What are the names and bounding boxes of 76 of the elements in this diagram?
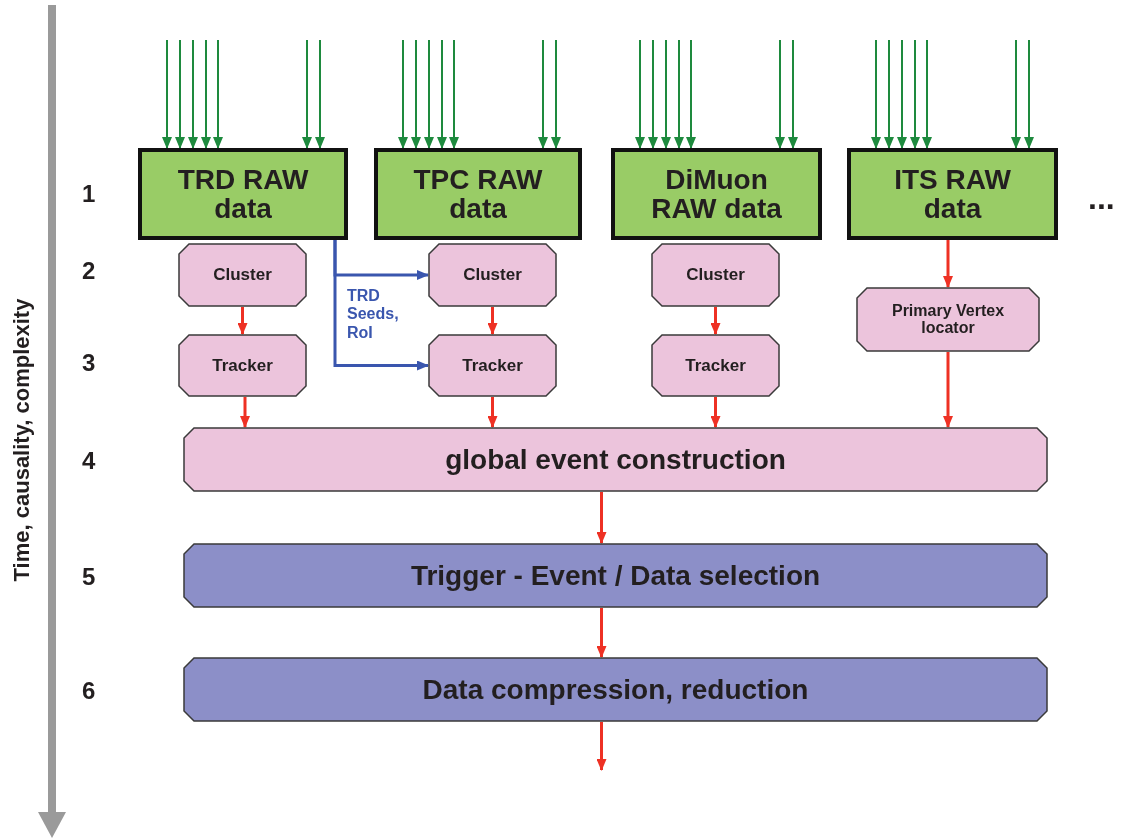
- arrow: [596, 722, 607, 771]
- arrow: [1011, 39, 1021, 149]
- process-box: [428, 334, 557, 397]
- arrow: [538, 39, 548, 149]
- data-source-box: [847, 148, 1058, 240]
- arrow: [411, 39, 421, 149]
- box-label: Cluster: [463, 266, 522, 284]
- box-label: TPC RAW data: [412, 164, 544, 224]
- ellipsis-mark: ...: [1088, 180, 1115, 217]
- arrow: [398, 39, 408, 149]
- data-source-box: [611, 148, 822, 240]
- arrow: [788, 39, 798, 149]
- arrow: [596, 492, 607, 544]
- arrow: [213, 39, 223, 149]
- arrow: [922, 39, 932, 149]
- arrow: [1024, 39, 1034, 149]
- step-number: 6: [82, 677, 96, 705]
- data-source-box: [374, 148, 582, 240]
- box-label: Tracker: [212, 356, 273, 375]
- process-box: [183, 543, 1048, 608]
- arrow: [437, 39, 447, 149]
- arrow: [884, 39, 894, 149]
- box-label: Cluster: [213, 266, 272, 284]
- box-label: global event construction: [445, 444, 786, 475]
- box-label: Cluster: [686, 266, 745, 284]
- arrow: [710, 397, 721, 428]
- arrow: [424, 39, 434, 149]
- step-number: 4: [82, 447, 96, 475]
- arrow: [315, 39, 325, 149]
- process-box: [183, 427, 1048, 492]
- arrow: [302, 39, 312, 149]
- box-label: Data compression, reduction: [422, 674, 809, 705]
- arrow: [449, 39, 459, 149]
- box-label: Trigger - Event / Data selection: [410, 560, 821, 591]
- arrow: [333, 240, 429, 371]
- arrow: [162, 39, 172, 149]
- box-label: ITS RAW data: [893, 164, 1012, 224]
- arrow: [674, 39, 684, 149]
- box-label: Tracker: [462, 356, 523, 375]
- arrow: [648, 39, 658, 149]
- arrow: [635, 39, 645, 149]
- box-label: DiMuon RAW data: [650, 164, 783, 224]
- arrow: [551, 39, 561, 149]
- arrow: [910, 39, 920, 149]
- arrow: [487, 397, 498, 428]
- axis-label: Time, causality, complexity: [9, 298, 35, 582]
- step-number: 1: [82, 180, 96, 208]
- arrow: [897, 39, 907, 149]
- arrow: [188, 39, 198, 149]
- arrow: [775, 39, 785, 149]
- process-box: [178, 334, 307, 397]
- process-box: [178, 243, 307, 307]
- arrow: [661, 39, 671, 149]
- process-box: [428, 243, 557, 307]
- arrow: [175, 39, 185, 149]
- arrow: [201, 39, 211, 149]
- step-number: 5: [82, 563, 96, 591]
- process-box: [651, 334, 780, 397]
- process-box: [183, 657, 1048, 722]
- step-number: 3: [82, 349, 96, 377]
- arrow: [237, 307, 248, 335]
- process-box: [651, 243, 780, 307]
- process-box: [856, 287, 1040, 352]
- box-label: Tracker: [685, 356, 746, 375]
- arrow: [943, 240, 953, 288]
- arrow: [686, 39, 696, 149]
- arrow: [487, 307, 498, 335]
- arrow: [710, 307, 721, 335]
- arrow: [943, 352, 953, 428]
- data-source-box: [138, 148, 348, 240]
- arrow: [871, 39, 881, 149]
- box-label: TRD RAW data: [176, 164, 310, 224]
- step-number: 2: [82, 257, 96, 285]
- box-label: Primary Vertex locator: [890, 302, 1006, 337]
- arrow: [240, 397, 250, 428]
- arrow: [596, 608, 607, 658]
